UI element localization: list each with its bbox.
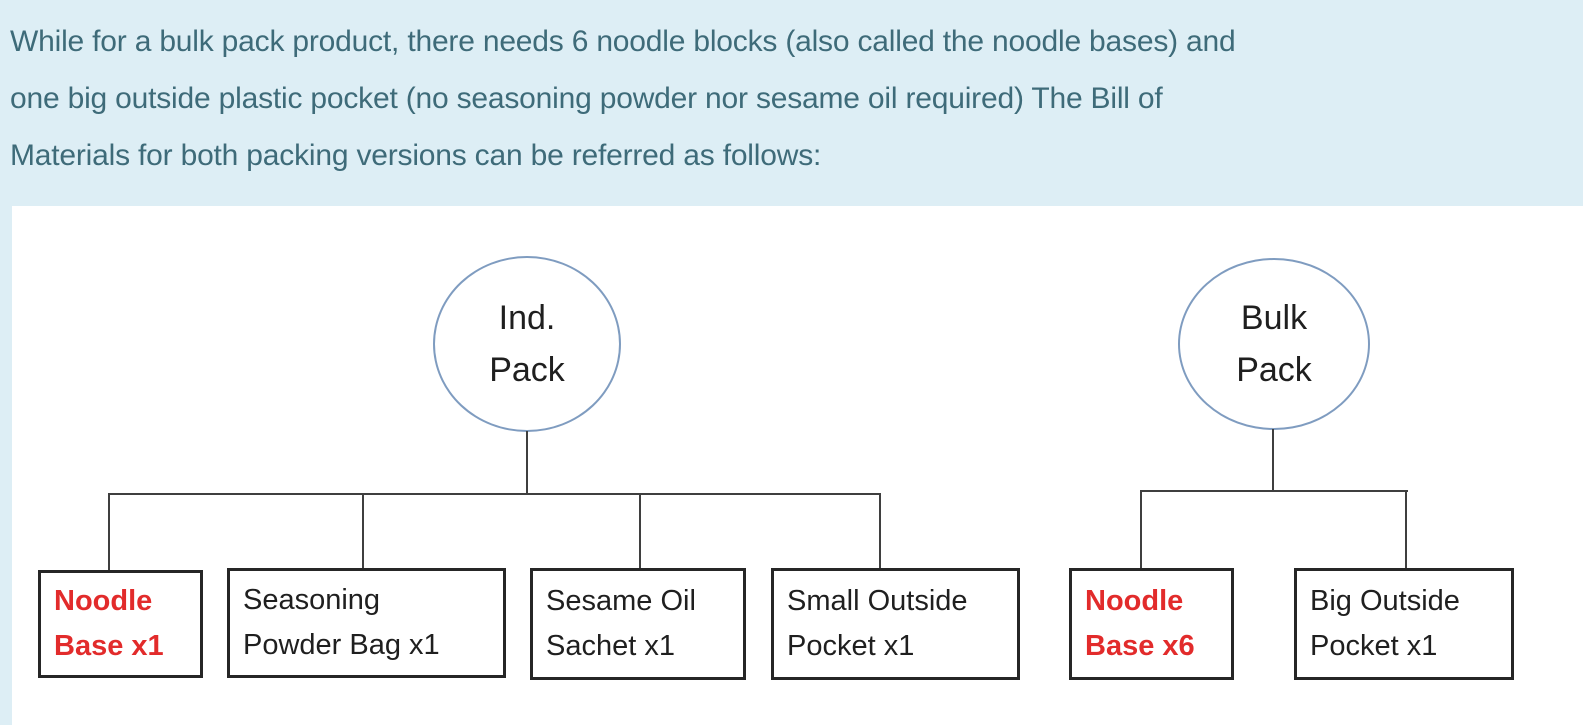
ind-pack-drop-connector-2 [362, 493, 364, 570]
node-box-seasoning-powder-bag: Seasoning Powder Bag x1 [227, 568, 506, 678]
bulk-pack-label-line-1: Bulk [1240, 299, 1308, 337]
ind-pack-stem-connector [526, 431, 528, 495]
node-box-small-outside-pocket: Small Outside Pocket x1 [771, 568, 1020, 680]
ind-pack-drop-connector-3 [639, 493, 641, 570]
bulk-pack-drop-connector-2 [1405, 490, 1407, 570]
intro-line-1: While for a bulk pack product, there nee… [10, 25, 1236, 58]
node-box-noodle-base-x6: Noodle Base x6 [1069, 568, 1234, 680]
ind-pack-drop-connector-4 [879, 493, 881, 570]
bulk-pack-drop-connector-1 [1140, 490, 1142, 570]
ind-pack-label-line-2: Pack [489, 351, 565, 389]
node-box-sesame-oil-sachet: Sesame Oil Sachet x1 [530, 568, 746, 680]
intro-line-2: one big outside plastic pocket (no seaso… [10, 82, 1163, 115]
ind-pack-horizontal-connector [108, 493, 881, 495]
node-box-big-outside-pocket: Big Outside Pocket x1 [1294, 568, 1514, 680]
bulk-pack-root-node: Bulk Pack [1178, 258, 1370, 430]
ind-pack-label-line-1: Ind. [498, 299, 556, 337]
intro-line-3: Materials for both packing versions can … [10, 139, 822, 172]
node-box-noodle-base-x1: Noodle Base x1 [38, 570, 203, 678]
bulk-pack-label-line-2: Pack [1236, 351, 1312, 389]
bulk-pack-horizontal-connector [1140, 490, 1408, 492]
bulk-pack-stem-connector [1272, 429, 1274, 492]
intro-paragraph: While for a bulk pack product, there nee… [10, 13, 1583, 184]
ind-pack-drop-connector-1 [108, 493, 110, 570]
ind-pack-root-node: Ind. Pack [433, 256, 621, 432]
